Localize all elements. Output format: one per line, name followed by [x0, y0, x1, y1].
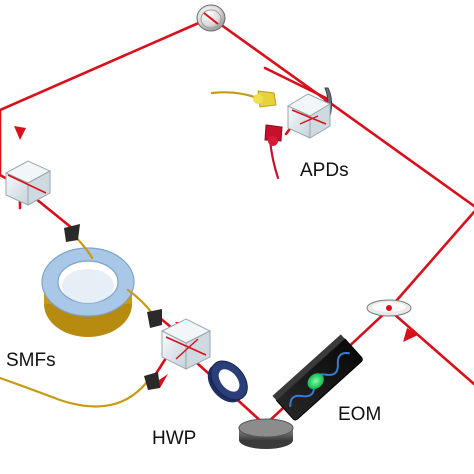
label-smfs: SMFs — [6, 350, 56, 371]
half-wave-plate-icon — [207, 360, 248, 403]
collimator-pbs-left — [144, 372, 160, 390]
label-hwp: HWP — [152, 428, 196, 449]
mirror-right-icon — [366, 299, 412, 317]
collimator-left-bs — [64, 224, 80, 242]
beam-to-apd-mirror — [263, 66, 332, 102]
eom-icon — [272, 334, 363, 421]
beam-input-right — [392, 312, 474, 386]
arrow-left-up-icon — [14, 126, 26, 140]
beamsplitter-apd-icon — [286, 93, 332, 139]
apd-red-icon — [264, 124, 283, 146]
fiber-spool-to-pbs — [126, 288, 154, 315]
beam-top-to-right — [211, 17, 474, 208]
fiber-spool-icon — [41, 247, 135, 337]
label-apds: APDs — [300, 160, 349, 181]
mirror-bottom-icon — [238, 418, 294, 449]
beamsplitter-left-icon — [4, 160, 52, 206]
laser-beam-paths — [0, 16, 474, 426]
beamsplitter-pbs-icon — [160, 318, 212, 370]
apd-yellow-icon — [253, 90, 277, 108]
fiber-lower-loop — [0, 376, 152, 408]
label-eom: EOM — [338, 404, 381, 425]
fiber-collimator-icon — [64, 224, 162, 390]
collimator-pbs-top — [147, 309, 162, 328]
arrow-right-mirror-icon — [403, 328, 418, 342]
mirror-top-icon — [196, 4, 226, 32]
beam-left-to-top — [0, 16, 212, 177]
beam-right-to-mirror — [388, 210, 474, 310]
